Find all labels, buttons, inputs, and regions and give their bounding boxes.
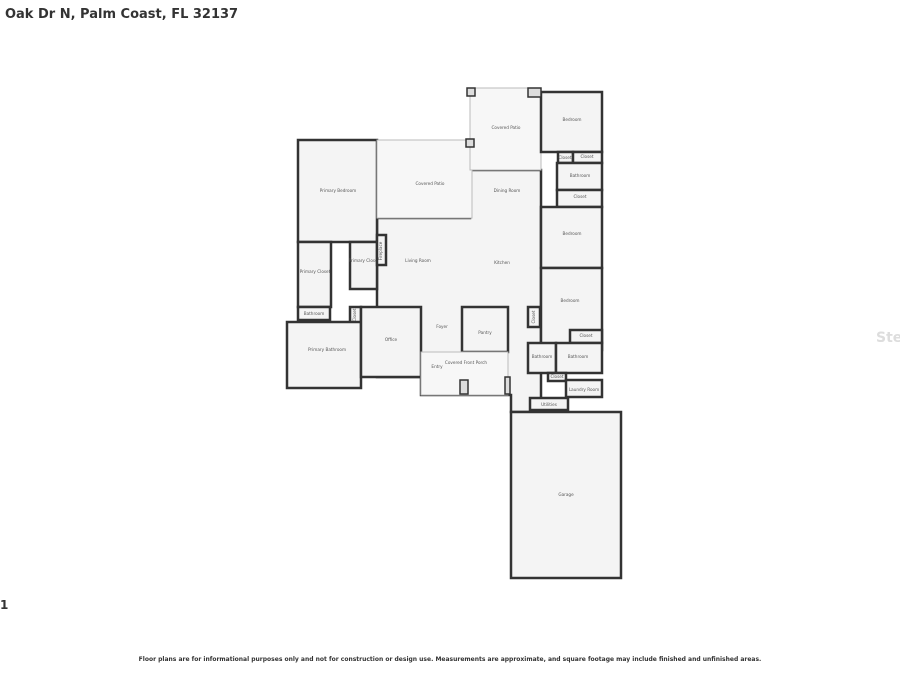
room-utilities: Utilities [528,396,570,412]
room-label: Closet [580,154,593,159]
room-label: Closet [531,310,536,323]
room-bedroom: Bedroom [539,205,604,270]
room-foyer: Foyer [436,324,448,329]
room-entry: Entry [431,364,443,369]
room-label: Utilities [541,402,557,407]
column [459,379,469,395]
room-label: Covered Front Porch [445,360,488,365]
room-fireplace: Fireplace [375,233,388,267]
primary-bathroom-outline [285,320,363,390]
covered-patio-outline [376,139,473,219]
room-bathroom: Bathroom [296,305,332,322]
room-covered-patio: Covered Patio [469,87,542,171]
room-label: Bedroom [563,117,582,122]
column [504,376,511,395]
column [527,87,542,98]
room-bedroom: Bedroom [539,90,604,154]
room-label: Primary Bedroom [320,188,356,193]
bathroom-outline [526,341,558,375]
room-label: Closet [352,308,357,321]
room-label: Closet [558,155,571,160]
room-label: Laundry Room [569,387,599,392]
disclaimer: Floor plans are for informational purpos… [138,656,762,663]
room-closet: Closet [568,328,604,345]
room-closet: Closet [546,371,568,383]
room-closet: Closet [555,188,604,209]
room-label: Office [385,337,398,342]
room-dining-room: Dining Room [494,188,521,193]
room-label: Bathroom [532,354,553,359]
room-label: Entry [431,364,443,369]
room-label: Primary Bathroom [308,347,346,352]
bathroom-outline [296,305,332,322]
primary-bedroom-outline [296,138,379,244]
room-label: Bedroom [563,231,582,236]
room-label: Bathroom [568,354,589,359]
fireplace-outline [375,233,388,267]
page-number: 1 [0,598,9,612]
laundry-room-outline [564,378,604,399]
room-label: Garage [558,492,574,497]
bathroom-outline [554,341,604,375]
closet-outline [546,371,568,383]
bedroom-outline [539,205,604,270]
room-label: Closet [550,374,563,379]
room-label: Closet [579,333,592,338]
column [465,138,475,148]
room-label: Bathroom [304,311,325,316]
room-primary-bedroom: Primary Bedroom [296,138,379,244]
room-primary-closet: Primary Closet [296,240,333,309]
room-closet: Closet [556,150,575,165]
room-closet: Closet [348,305,363,325]
column [466,87,476,97]
utilities-outline [528,396,570,412]
room-label: Living Room [405,258,431,263]
room-bathroom: Bathroom [526,341,558,375]
room-label: Kitchen [494,260,510,265]
room-garage: Garage [509,410,623,580]
room-covered-patio: Covered Patio [376,139,473,219]
room-bathroom: Bathroom [554,341,604,375]
room-label: Foyer [436,324,448,329]
room-label: Primary Closet [349,258,380,263]
property-address: l Oak Dr N, Palm Coast, FL 32137 [0,7,239,22]
primary-closet-outline [348,240,379,291]
room-label: Fireplace [378,241,383,260]
room-office: Office [359,305,423,379]
room-living-room: Living Room [405,258,431,263]
watermark: Ste [876,330,900,346]
covered-patio-outline [469,87,542,171]
room-label: Primary Closet [300,269,331,274]
closet-outline [526,305,542,329]
room-bathroom: Bathroom [555,161,604,192]
room-laundry-room: Laundry Room [564,378,604,399]
garage-outline [509,410,623,580]
office-outline [359,305,423,379]
room-label: Covered Patio [491,125,520,130]
primary-closet-outline [296,240,333,309]
room-label: Closet [573,194,586,199]
room-label: Covered Patio [415,181,444,186]
room-primary-closet: Primary Closet [348,240,380,291]
room-closet: Closet [571,150,604,165]
room-label: Bathroom [570,173,591,178]
room-label: Dining Room [494,188,521,193]
room-kitchen: Kitchen [494,260,510,265]
room-closet: Closet [526,305,542,329]
room-pantry: Pantry [460,305,510,354]
room-label: Bedroom [561,298,580,303]
room-primary-bathroom: Primary Bathroom [285,320,363,390]
bedroom-outline [539,90,604,154]
room-label: Pantry [478,330,492,335]
